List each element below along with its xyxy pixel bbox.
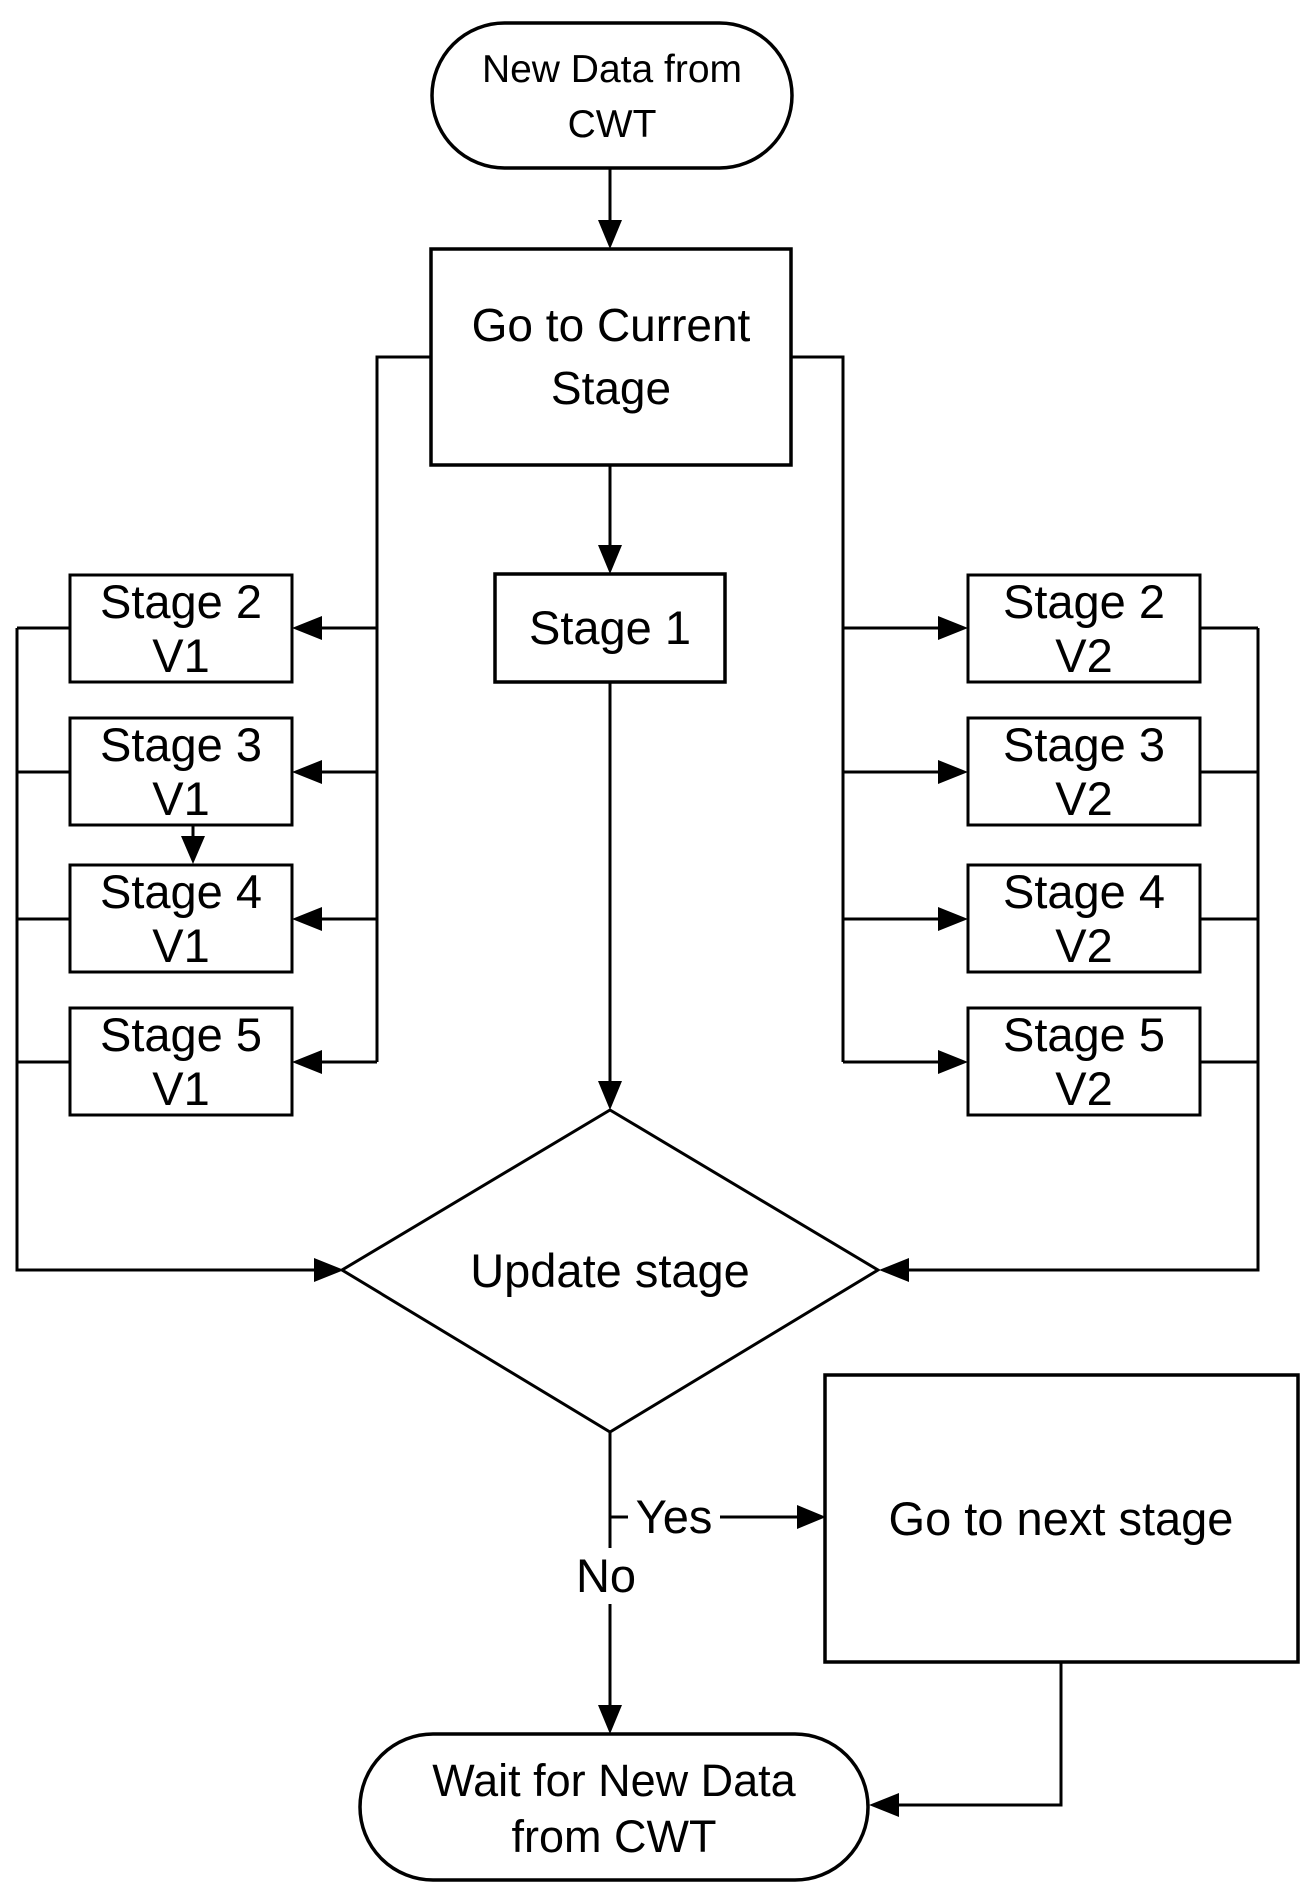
stage-3-v2-line1: Stage 3 xyxy=(1003,718,1165,771)
stage-2-v1-line2: V1 xyxy=(152,629,210,682)
stage-5-v1-line1: Stage 5 xyxy=(100,1008,262,1061)
arrowhead-left xyxy=(292,760,322,784)
arrowhead-right xyxy=(938,760,968,784)
stage-4-v2-line1: Stage 4 xyxy=(1003,865,1165,918)
stage-1-label: Stage 1 xyxy=(529,601,691,654)
arrowhead-down xyxy=(598,220,622,249)
stage-5-v2-line2: V2 xyxy=(1055,1062,1113,1115)
arrowhead-right xyxy=(938,616,968,640)
wait-line1: Wait for New Data xyxy=(432,1755,796,1806)
stage-3-v1-line2: V1 xyxy=(152,772,210,825)
arrow-branch-to-stage5-v1 xyxy=(292,1050,377,1074)
arrowhead-left xyxy=(292,1050,322,1074)
arrowhead-right xyxy=(314,1258,344,1282)
arrowhead-down xyxy=(181,836,205,864)
arrow-go-next-to-wait xyxy=(869,1662,1063,1817)
process-stage-3-v1: Stage 3 V1 xyxy=(68,716,294,827)
arrowhead-left xyxy=(869,1793,899,1817)
stage-2-v2-line1: Stage 2 xyxy=(1003,575,1165,628)
terminator-wait-for-new-data: Wait for New Data from CWT xyxy=(358,1732,870,1882)
terminator-new-data-line1: New Data from xyxy=(482,48,742,91)
arrow-go-current-to-stage1 xyxy=(598,465,622,574)
edge-label-yes: Yes xyxy=(628,1489,720,1545)
stage-5-v1-line2: V1 xyxy=(152,1062,210,1115)
arrowhead-left xyxy=(292,907,322,931)
arrowhead-right xyxy=(938,907,968,931)
wait-line2: from CWT xyxy=(512,1811,717,1862)
decision-update-stage: Update stage xyxy=(339,1108,881,1434)
stage-4-v2-line2: V2 xyxy=(1055,919,1113,972)
arrow-branch-to-stage5-v2 xyxy=(843,1050,968,1074)
process-stage-1: Stage 1 xyxy=(493,572,727,684)
arrow-branch-to-stage4-v2 xyxy=(843,907,968,931)
arrowhead-down xyxy=(598,545,622,574)
no-label-text: No xyxy=(576,1549,636,1602)
go-to-current-stage-line2: Stage xyxy=(551,362,671,414)
process-stage-2-v1: Stage 2 V1 xyxy=(68,573,294,684)
process-stage-2-v2: Stage 2 V2 xyxy=(966,573,1202,684)
arrow-branch-to-stage3-v1 xyxy=(292,760,377,784)
arrowhead-right xyxy=(797,1505,826,1529)
process-stage-3-v2: Stage 3 V2 xyxy=(966,716,1202,827)
branch-right-line xyxy=(791,355,845,1062)
go-to-current-stage-line1: Go to Current xyxy=(472,299,751,351)
process-stage-5-v2: Stage 5 V2 xyxy=(966,1006,1202,1117)
arrowhead-right xyxy=(938,1050,968,1074)
stage-4-v1-line2: V1 xyxy=(152,919,210,972)
process-stage-4-v1: Stage 4 V1 xyxy=(68,863,294,974)
stage-2-v1-line1: Stage 2 xyxy=(100,575,262,628)
terminator-new-data-from-cwt: New Data from CWT xyxy=(430,21,794,170)
stage-2-v2-line2: V2 xyxy=(1055,629,1113,682)
yes-label-text: Yes xyxy=(636,1490,713,1543)
arrow-right-collector-to-update-stage xyxy=(879,628,1260,1282)
process-go-to-current-stage: Go to Current Stage xyxy=(429,247,793,467)
arrow-start-to-go-current xyxy=(598,168,622,249)
arrow-branch-to-stage3-v2 xyxy=(843,760,968,784)
arrowhead-left xyxy=(292,616,322,640)
stage-3-v2-line2: V2 xyxy=(1055,772,1113,825)
arrow-left-collector-to-update-stage xyxy=(15,628,344,1282)
arrow-stage3-v1-to-stage4-v1 xyxy=(181,825,205,864)
stage-4-v1-line1: Stage 4 xyxy=(100,865,262,918)
arrow-branch-to-stage2-v1 xyxy=(292,616,377,640)
arrowhead-down xyxy=(598,1705,622,1734)
arrow-branch-to-stage4-v1 xyxy=(292,907,377,931)
update-stage-label: Update stage xyxy=(470,1244,750,1297)
terminator-new-data-line2: CWT xyxy=(568,103,657,146)
arrow-stage1-to-update-stage xyxy=(598,682,622,1110)
stage-3-v1-line1: Stage 3 xyxy=(100,718,262,771)
process-stage-4-v2: Stage 4 V2 xyxy=(966,863,1202,974)
go-to-next-stage-label: Go to next stage xyxy=(889,1492,1234,1545)
edge-label-no: No xyxy=(568,1548,644,1604)
process-stage-5-v1: Stage 5 V1 xyxy=(68,1006,294,1117)
stage-5-v2-line1: Stage 5 xyxy=(1003,1008,1165,1061)
arrowhead-down xyxy=(598,1081,622,1110)
process-go-to-next-stage: Go to next stage xyxy=(823,1373,1300,1664)
branch-left-line xyxy=(375,355,431,1062)
arrowhead-left xyxy=(879,1258,909,1282)
arrow-branch-to-stage2-v2 xyxy=(843,616,968,640)
